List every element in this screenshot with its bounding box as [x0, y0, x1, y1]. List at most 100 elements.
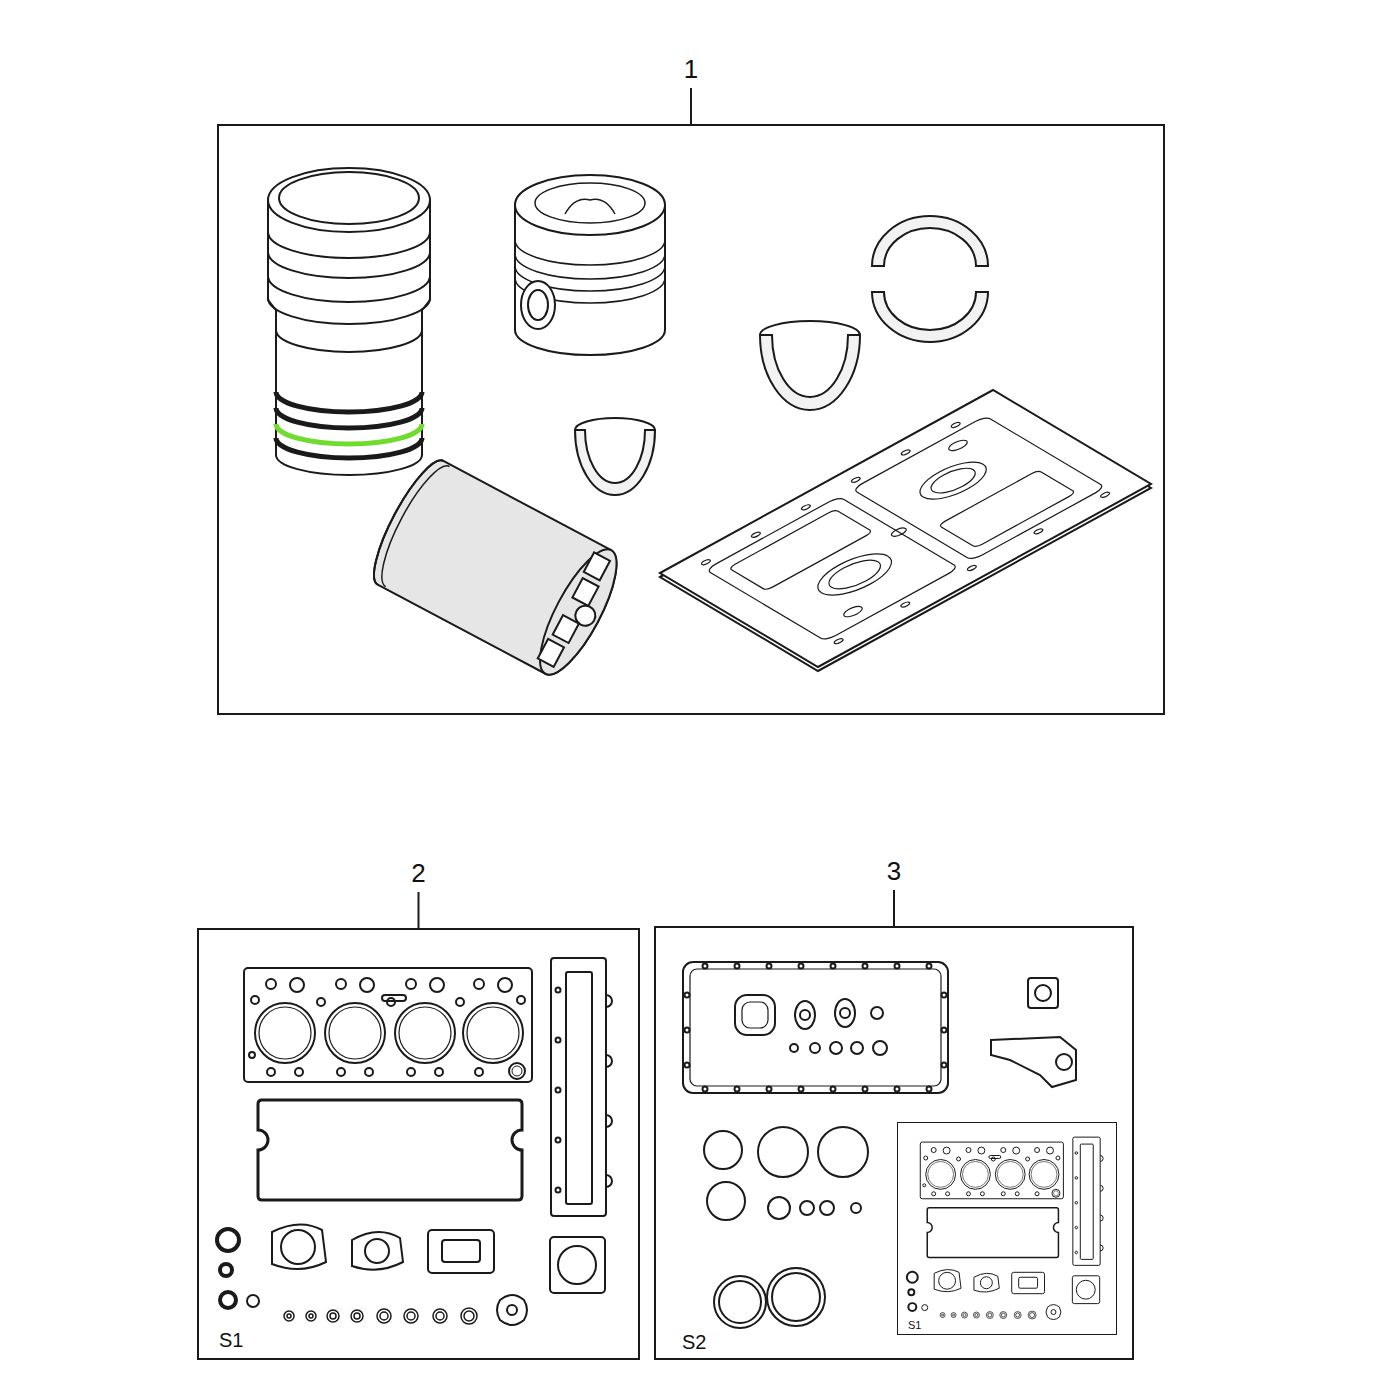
sump-gasket [840, 1008, 850, 1018]
seal-ring [704, 1131, 742, 1169]
piston [515, 175, 665, 355]
gasket-sheet [833, 638, 845, 645]
part-panel: 1 [217, 124, 1165, 715]
seal-ring [851, 1203, 861, 1213]
gasket-sheet [697, 411, 1113, 646]
cover-gasket [1056, 1054, 1072, 1070]
cylinder-liner [279, 172, 419, 224]
gasket-sheet [800, 504, 812, 511]
sump-gasket [942, 1028, 947, 1033]
sump-gasket [685, 1063, 690, 1068]
sump-gasket [799, 1087, 804, 1092]
leader-line [418, 892, 420, 928]
gasket-sheet [909, 456, 997, 506]
oil-filter [362, 452, 631, 684]
sump-gasket [799, 964, 804, 969]
cylinder-liner [276, 424, 422, 444]
gasket-set [217, 958, 612, 1325]
bearing-shell [575, 430, 655, 495]
sump-gasket [831, 964, 836, 969]
gasket-sheet [750, 531, 762, 538]
sump-gasket [810, 1043, 820, 1053]
sump-gasket [683, 962, 948, 1093]
gasket-sheet [728, 509, 872, 590]
sump-gasket [871, 1007, 883, 1019]
sump-gasket [942, 993, 947, 998]
gasket-sheet [806, 547, 904, 602]
oil-filter [584, 552, 610, 580]
sump-gasket [895, 964, 900, 969]
sump-gasket [790, 1044, 798, 1052]
sump-gasket [795, 1001, 815, 1029]
bearing-shell [872, 292, 988, 342]
sump-gasket [942, 1063, 947, 1068]
bearing-shell [872, 216, 988, 266]
gasket-sheet [946, 438, 971, 452]
seal-ring [820, 1201, 834, 1215]
sump-gasket [851, 1042, 863, 1054]
bearing-shell [575, 418, 655, 430]
gasket-sheet [924, 464, 983, 497]
oil-filter [538, 639, 564, 667]
sump-gasket [835, 999, 855, 1027]
sump-gasket [685, 993, 690, 998]
leader-line [690, 88, 692, 124]
sump-gasket [735, 995, 775, 1035]
bearing-shell [760, 335, 860, 410]
oil-filter [362, 452, 444, 584]
gasket-sheet [899, 601, 911, 608]
sump-gasket [800, 1010, 810, 1020]
sump-gasket [703, 1087, 708, 1092]
cylinder-liner [268, 168, 430, 232]
inset-panel: S1 [897, 1122, 1117, 1335]
sump-gasket [735, 964, 740, 969]
piston [515, 254, 665, 279]
seal-ring [768, 1197, 790, 1219]
gasket-sheet [900, 449, 912, 456]
cylinder-liner [268, 200, 430, 475]
cylinder-liner [276, 330, 422, 352]
cylinder-liner [276, 408, 422, 428]
sump-gasket [873, 1041, 887, 1055]
cylinder-liner [276, 392, 422, 412]
gasket-set [907, 1137, 1103, 1319]
gasket-sheet [706, 496, 959, 641]
seal-ring [772, 1273, 820, 1321]
piston [528, 290, 548, 320]
cylinder-liner [276, 438, 422, 458]
part-panel: 2S1 [197, 928, 640, 1360]
oil-filter [572, 602, 599, 629]
oil-filter [526, 540, 631, 684]
gasket-sheet [1033, 528, 1045, 535]
sump-gasket [767, 1087, 772, 1092]
gasket-sheet [660, 390, 1151, 667]
cylinder-liner [268, 168, 430, 475]
gasket-sheet [852, 416, 1105, 561]
gasket-sheet [1099, 491, 1111, 498]
seal-ring [714, 1276, 766, 1328]
piston [515, 175, 665, 235]
sump-gasket [685, 1028, 690, 1033]
cylinder-liner [268, 276, 430, 302]
panel-label: S2 [682, 1331, 706, 1354]
seal-ring [758, 1127, 808, 1177]
panel-label: S1 [908, 1319, 921, 1332]
gasket-sheet [841, 605, 866, 619]
seal-ring [704, 1127, 868, 1328]
sump-gasket [735, 1087, 740, 1092]
oil-filter [370, 458, 450, 587]
seal-ring [818, 1127, 868, 1177]
gasket-sheet [660, 390, 1151, 671]
sump-gasket [831, 1087, 836, 1092]
part-panel: 3S2S1 [654, 926, 1134, 1360]
cylinder-liner [268, 232, 430, 258]
bearing-shell [760, 321, 860, 335]
seal-ring [719, 1281, 761, 1323]
gasket-sheet [700, 559, 712, 566]
piston [515, 240, 665, 265]
sump-gasket [742, 1002, 768, 1028]
seal-ring [707, 1182, 745, 1220]
oil-filter [362, 452, 631, 684]
